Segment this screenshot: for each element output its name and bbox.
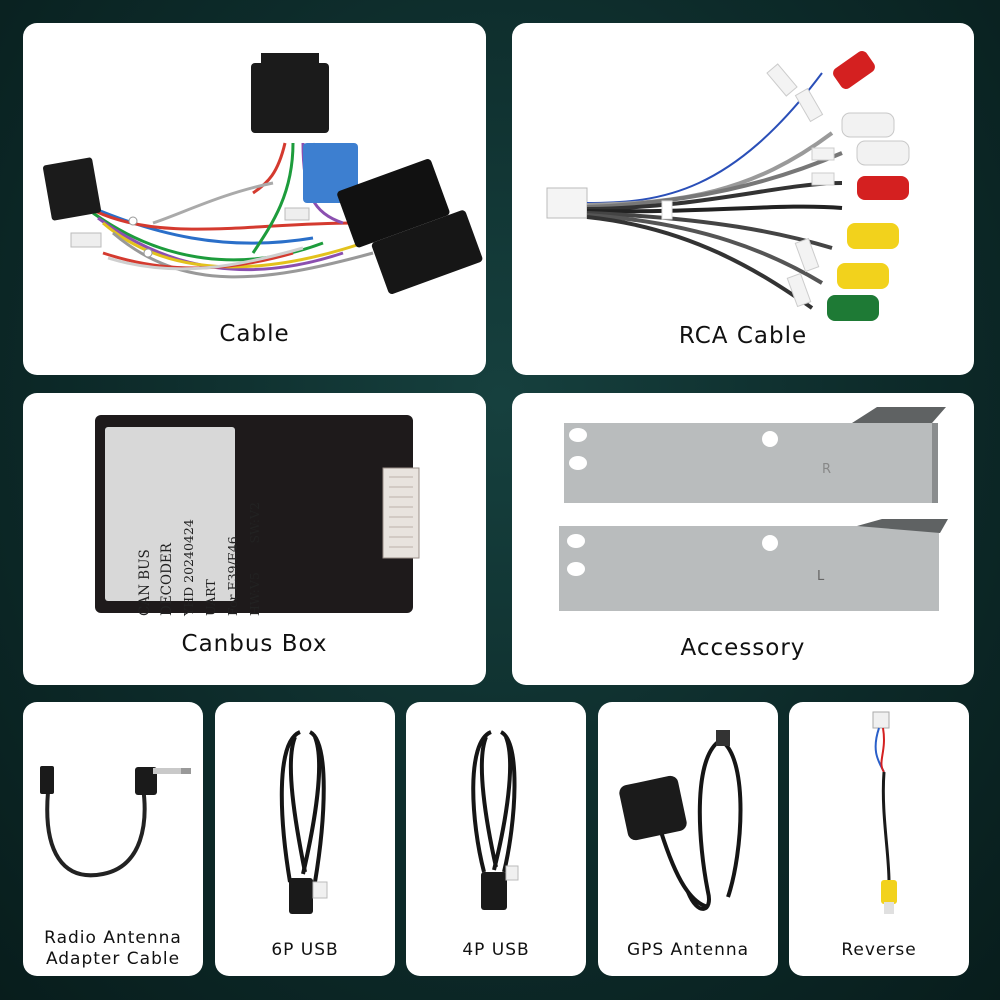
reverse-cable-image: [872, 711, 897, 914]
rca-plug-white-1: [841, 112, 895, 138]
usb-4p-label: 4P USB: [462, 940, 530, 960]
cable-harness-image: [42, 53, 483, 294]
rca-plug-yellow-2: [837, 263, 889, 289]
accessory-brackets-image: R L: [559, 407, 948, 611]
rca-cable-image: [546, 51, 910, 321]
usb-4p-cable-image: [471, 730, 519, 910]
radio-antenna-label-line1: Radio Antenna: [44, 928, 182, 948]
usb-6p-cable-image: [279, 730, 328, 914]
sticker-line-1: CAN BUS DECODER: [137, 543, 175, 616]
bracket-l-mark: L: [817, 569, 825, 584]
product-card-4p-usb: 4P USB: [406, 702, 586, 976]
sticker-line-2: YHD 20240424 UART: [181, 519, 218, 616]
canbus-sticker: [105, 427, 235, 601]
usb-6p-plug: [289, 878, 313, 914]
rca-plug-white-2: [856, 140, 910, 166]
blue-connector: [303, 143, 358, 203]
canbus-box-image: [95, 415, 420, 613]
top-connector: [251, 63, 329, 133]
gps-antenna-image: [619, 730, 743, 911]
reverse-rca-plug: [881, 880, 897, 904]
rca-cable-label: RCA Cable: [678, 323, 808, 349]
product-card-accessory: R L Accessory: [512, 393, 974, 685]
big-connector-2: [371, 210, 483, 294]
rca-plug-green: [827, 295, 879, 321]
canbus-sticker-text: CAN BUS DECODER YHD 20240424 UART For E3…: [128, 494, 302, 624]
rca-plug-red-2: [857, 176, 909, 200]
gps-antenna-module: [619, 775, 687, 841]
left-connector: [42, 157, 102, 221]
rca-plug-header: [546, 187, 588, 219]
canbus-box-label: Canbus Box: [181, 631, 328, 657]
sticker-line-5: SW:V2: [247, 502, 262, 544]
big-connector-1: [337, 159, 450, 248]
sticker-line-4: HW:V5: [247, 572, 262, 616]
antenna-plug-right: [135, 767, 157, 795]
usb-6p-label: 6P USB: [271, 940, 339, 960]
product-card-cable: Cable: [23, 23, 486, 375]
radio-antenna-cable-image: [40, 766, 191, 878]
product-card-gps-antenna: GPS Antenna: [598, 702, 778, 976]
product-card-rca-cable: RCA Cable: [512, 23, 974, 375]
reverse-header: [872, 711, 890, 729]
rca-plug-red-1: [833, 51, 875, 89]
reverse-label: Reverse: [841, 940, 917, 960]
accessory-label: Accessory: [680, 635, 806, 661]
product-card-6p-usb: 6P USB: [215, 702, 395, 976]
bracket-r: R: [564, 407, 946, 503]
product-card-reverse: Reverse: [789, 702, 969, 976]
sticker-line-3: For E39/E46: [225, 536, 240, 616]
radio-antenna-label-line2: Adapter Cable: [45, 949, 181, 969]
bracket-l: L: [559, 519, 948, 611]
usb-4p-plug: [481, 872, 507, 910]
antenna-plug-left: [40, 766, 54, 794]
product-card-radio-antenna: Radio Antenna Adapter Cable: [23, 702, 203, 976]
usb-6p-header: [312, 881, 328, 899]
bracket-r-mark: R: [822, 462, 831, 477]
gps-antenna-label: GPS Antenna: [626, 940, 750, 960]
rca-plug-yellow-1: [847, 223, 899, 249]
usb-4p-header: [505, 865, 519, 881]
product-card-canbus-box: CAN BUS DECODER YHD 20240424 UART For E3…: [23, 393, 486, 685]
cable-label: Cable: [219, 321, 290, 347]
radio-antenna-label: Radio Antenna Adapter Cable: [23, 928, 203, 970]
